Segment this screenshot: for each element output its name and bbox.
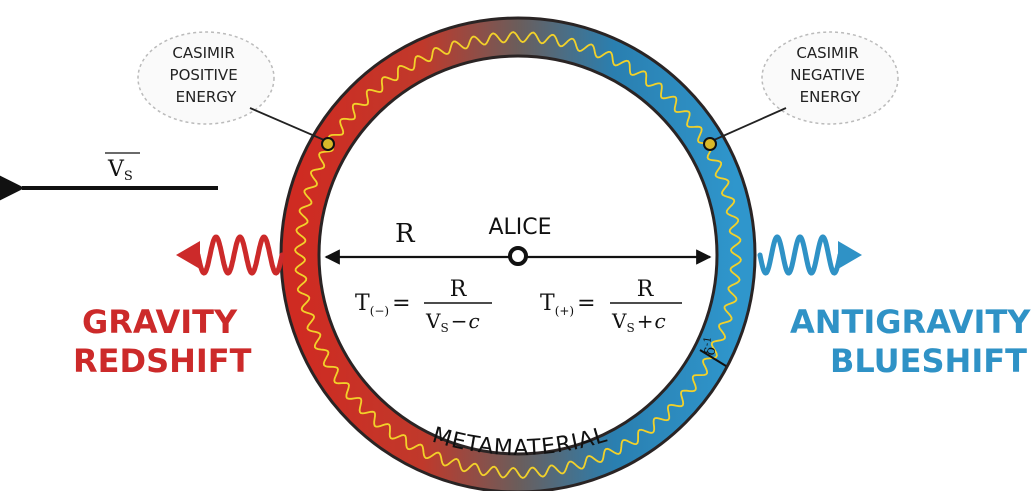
antigravity-label: ANTIGRAVITY [790, 303, 1031, 341]
svg-text:R: R [637, 277, 655, 302]
svg-text:T(−)=: T(−)= [355, 291, 411, 318]
alice-label: ALICE [488, 215, 551, 240]
ring-inner-edge [317, 54, 719, 456]
svg-text:VS−c: VS−c [425, 309, 480, 335]
radius-label: R [395, 219, 416, 249]
gravity-label: GRAVITY [82, 303, 238, 341]
casimir-negative-dot [703, 137, 717, 151]
casimir-negative-bubble [761, 31, 899, 125]
casimir-positive-dot [321, 137, 335, 151]
svg-text:T(+)=: T(+)= [540, 291, 596, 318]
formula-t-plus: T(+)= R VS+c [540, 277, 682, 335]
redshift-label: REDSHIFT [73, 342, 252, 380]
redshift-wave [195, 234, 285, 276]
velocity-label: VS [107, 157, 133, 184]
casimir-negative-pointer [713, 107, 787, 141]
casimir-positive-label: CASIMIR POSITIVE ENERGY [170, 44, 243, 106]
svg-text:R: R [450, 277, 468, 302]
casimir-wave-ring [294, 31, 742, 479]
alice-marker [508, 246, 528, 266]
blueshift-wave [757, 234, 843, 276]
casimir-positive-pointer [249, 107, 325, 141]
thickness-label: δ-1 [700, 336, 721, 357]
casimir-negative-label: CASIMIR NEGATIVE ENERGY [790, 44, 870, 106]
redshift-wave-arrowhead [176, 241, 200, 269]
thickness-marker [699, 349, 727, 367]
blueshift-wave-arrowhead [838, 241, 862, 269]
svg-text:VS+c: VS+c [611, 309, 666, 335]
blueshift-label: BLUESHIFT [830, 342, 1027, 380]
casimir-positive-bubble [137, 31, 275, 125]
formula-t-minus: T(−)= R VS−c [355, 277, 492, 335]
